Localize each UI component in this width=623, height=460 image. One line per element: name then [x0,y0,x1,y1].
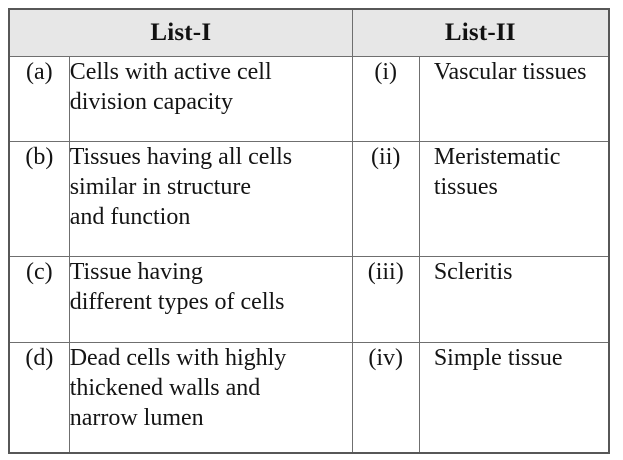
text-line: Cells with active cell [69,58,272,85]
text-line: Scleritis [433,258,513,285]
text-line: different types of cells [69,288,285,315]
row-label-i: (i) [351,55,420,142]
text-line: thickened walls and [69,374,261,401]
row-label-iii: (iii) [351,255,420,343]
text-line: division capacity [69,88,233,115]
table-header: List-I List-II [8,8,610,57]
table-row: (d) Dead cells with highly thickened wal… [8,341,610,454]
table-row: (b) Tissues having all cells similar in … [8,140,610,257]
column-header-list-ii: List-II [351,8,610,57]
match-the-following-table-container: List-I List-II (a) Cells with active cel… [8,8,610,454]
text-line: Meristematic [433,143,561,170]
row-label-a: (a) [8,55,70,142]
row-text-list-ii-iii: Scleritis [418,255,610,343]
row-text-list-ii-ii: Meristematic tissues [418,140,610,257]
row-text-list-i-b: Tissues having all cells similar in stru… [68,140,353,257]
text-line: Tissues having all cells [69,143,293,170]
text-line: and function [69,204,191,231]
text-line: tissues [433,173,498,200]
row-label-d: (d) [8,341,70,454]
text-line: Tissue having [69,258,203,285]
header-row: List-I List-II [8,8,610,57]
text-line: Dead cells with highly [69,344,287,371]
row-text-list-i-c: Tissue having different types of cells [68,255,353,343]
text-line: similar in structure [69,173,251,200]
table-row: (a) Cells with active cell division capa… [8,55,610,142]
text-line: Vascular tissues [433,58,587,85]
table-row: (c) Tissue having different types of cel… [8,255,610,343]
row-text-list-i-d: Dead cells with highly thickened walls a… [68,341,353,454]
row-text-list-ii-i: Vascular tissues [418,55,610,142]
row-label-ii: (ii) [351,140,420,257]
row-text-list-ii-iv: Simple tissue [418,341,610,454]
table-body: (a) Cells with active cell division capa… [8,55,610,454]
column-header-list-i: List-I [8,8,353,57]
row-label-iv: (iv) [351,341,420,454]
text-line: Simple tissue [433,344,563,371]
match-the-following-table: List-I List-II (a) Cells with active cel… [8,8,610,454]
row-label-c: (c) [8,255,70,343]
row-text-list-i-a: Cells with active cell division capacity [68,55,353,142]
text-line: narrow lumen [69,405,204,432]
row-label-b: (b) [8,140,70,257]
